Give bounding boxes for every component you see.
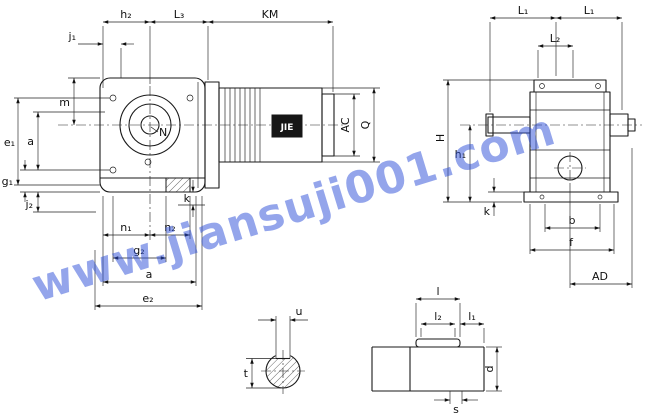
- dim-AC: AC: [339, 94, 356, 156]
- base-bolt-hole: [597, 194, 603, 200]
- dim-j1: j₁: [68, 30, 134, 46]
- bolt-hole: [109, 166, 117, 174]
- dim-l2: l₂: [421, 310, 455, 326]
- dim-k-left: k: [178, 180, 205, 217]
- dim-a-bottom: a: [103, 268, 196, 284]
- dim-label-j1: j₁: [68, 30, 76, 43]
- motor-brand-label: JIE: [280, 123, 294, 133]
- mounting-foot-section: [165, 177, 191, 193]
- dim-f: f: [530, 236, 614, 252]
- bolt-hole: [109, 94, 117, 102]
- dim-label-t: t: [244, 367, 249, 380]
- output-shaft-collar: [485, 113, 494, 137]
- dim-label-l: l: [436, 285, 439, 298]
- base-bolt-hole: [539, 194, 545, 200]
- dim-label-k-left: k: [184, 192, 191, 205]
- dim-j2: j₂: [25, 192, 40, 212]
- output-bore: [140, 115, 160, 135]
- dims-left-side: m e₁ a g₁ j₂: [2, 77, 110, 213]
- dim-label-L1-right: L₁: [584, 4, 595, 17]
- dim-label-u: u: [296, 305, 303, 318]
- flange-bolt-hole: [539, 83, 545, 89]
- dim-label-e1: e₁: [4, 136, 15, 149]
- dim-s: s: [434, 398, 478, 416]
- key-detail: l l₂ l₁ d s: [371, 285, 502, 416]
- dim-L1-left: L₁: [490, 4, 556, 20]
- dim-KM: KM: [208, 8, 333, 24]
- bolt-hole: [186, 94, 194, 102]
- dim-label-n2: n₂: [164, 221, 175, 234]
- dim-g2: g₂: [113, 244, 166, 260]
- dim-label-d: d: [483, 366, 496, 373]
- dim-a-left: a: [27, 112, 40, 170]
- dim-label-g1: g₁: [2, 175, 13, 188]
- dims-left-bottom: n₁ n₂ g₂ a e₂ k: [94, 180, 205, 310]
- dim-Q: Q: [359, 88, 376, 162]
- motor-flange-top: [533, 79, 607, 93]
- dim-label-N: N: [159, 126, 167, 139]
- dim-label-k-right: k: [484, 205, 491, 218]
- base-plate: [523, 191, 619, 203]
- dim-label-l2: l₂: [434, 310, 441, 323]
- dim-H: H: [434, 80, 450, 202]
- dim-label-L3: L₃: [174, 8, 185, 21]
- dim-n1: n₁: [103, 221, 150, 237]
- dim-d: d: [483, 347, 499, 391]
- input-shaft-end: [627, 118, 636, 132]
- dim-label-m: m: [59, 96, 70, 109]
- dim-h2: h₂: [103, 8, 150, 24]
- dim-label-g2: g₂: [133, 244, 144, 257]
- bolt-hole: [144, 158, 152, 166]
- dim-label-j2: j₂: [25, 198, 33, 211]
- dim-AD: AD: [570, 270, 632, 286]
- flange-bolt-hole: [595, 83, 601, 89]
- dim-label-KM: KM: [262, 8, 279, 21]
- dim-label-e2: e₂: [142, 292, 153, 305]
- dim-e1: e₁: [4, 98, 20, 185]
- dim-label-h2: h₂: [120, 8, 131, 21]
- dim-n2: n₂: [150, 221, 190, 237]
- dim-u: u: [258, 305, 308, 322]
- dim-b: b: [545, 214, 600, 230]
- dim-label-L2: L₂: [550, 32, 561, 45]
- dims-motor-right: AC Q: [322, 87, 380, 163]
- dim-label-L1-left: L₁: [518, 4, 529, 17]
- dim-l: l: [416, 285, 460, 301]
- dims-right-view: H h₁ k b f AD: [434, 79, 633, 288]
- motor-brand-plate: [271, 114, 303, 138]
- dim-label-n1: n₁: [120, 221, 131, 234]
- dim-label-H: H: [434, 134, 447, 142]
- shaft-key: [415, 338, 461, 348]
- motor-fins: [224, 88, 261, 162]
- dim-k-right: k: [484, 178, 496, 218]
- dim-h1: h₁: [455, 125, 472, 202]
- dims-right-top: L₁ L₁ L₂: [489, 4, 623, 112]
- motor-flange: [204, 81, 220, 189]
- dim-L3: L₃: [150, 8, 208, 24]
- dim-e2: e₂: [95, 292, 202, 308]
- dim-label-f: f: [569, 236, 574, 249]
- dim-t: t: [244, 358, 254, 388]
- dim-label-b: b: [569, 214, 576, 227]
- dim-L2: L₂: [538, 32, 573, 48]
- dim-l1: l₁: [460, 310, 484, 326]
- dim-label-a-bottom: a: [146, 268, 153, 281]
- dim-label-AC: AC: [339, 117, 352, 132]
- motor-end-cap: [321, 93, 335, 157]
- dim-label-s: s: [453, 403, 459, 416]
- dim-label-AD: AD: [592, 270, 608, 283]
- dim-label-l1: l₁: [468, 310, 475, 323]
- dim-label-a-left: a: [27, 135, 34, 148]
- motor-body: JIE: [204, 81, 335, 189]
- shaft-section-detail: u t: [244, 305, 308, 394]
- dim-m: m: [59, 78, 76, 125]
- dim-label-h1: h₁: [455, 148, 466, 161]
- dim-g1: g₁: [2, 160, 27, 202]
- dims-left-top: h₂ L₃ KM j₁: [68, 8, 334, 92]
- dim-label-Q: Q: [359, 120, 372, 129]
- dim-L1-right: L₁: [556, 4, 622, 20]
